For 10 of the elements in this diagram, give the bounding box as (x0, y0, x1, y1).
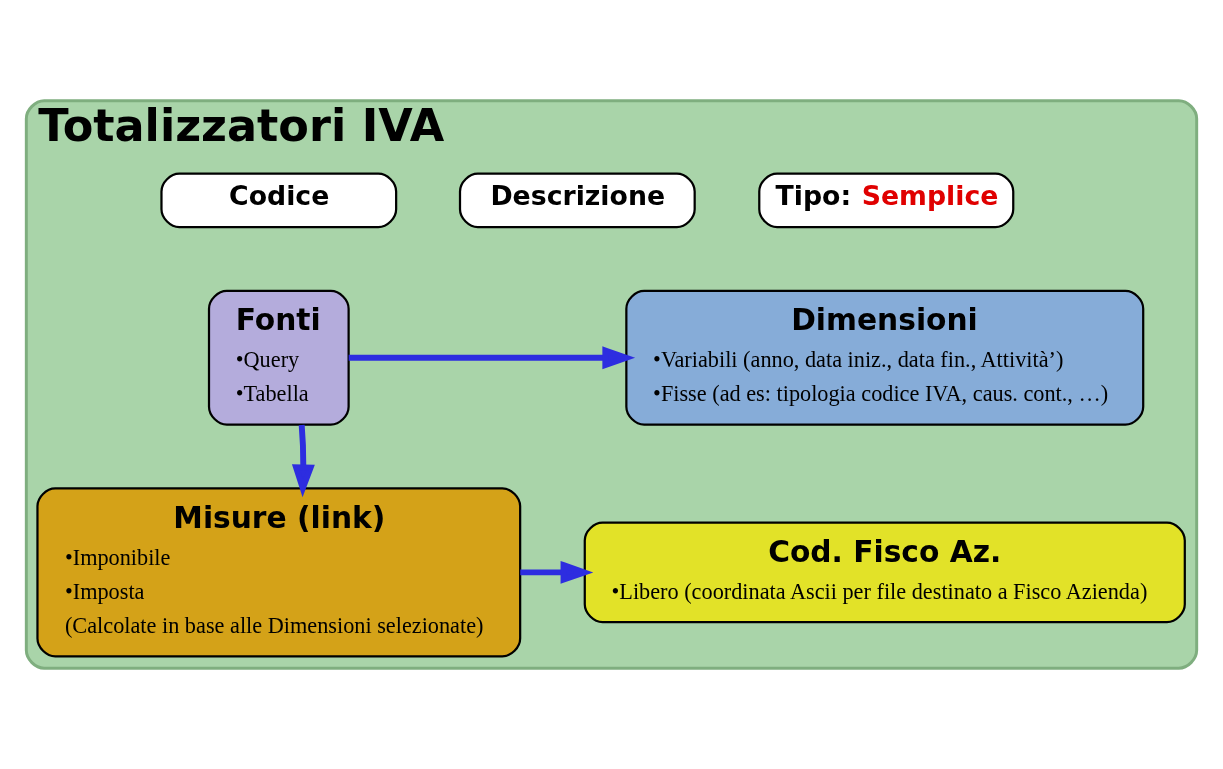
arrow (291, 424, 315, 498)
node-box: Descrizione (458, 172, 696, 229)
arrow (348, 346, 636, 370)
node-box: Misure (link) •Imponibile •Imposta (Calcolate in base alle Dimensioni selezionate) (36, 487, 522, 658)
node-box: Dimensioni •Variabili (anno, data iniz., data fin., Attività’) •Fisse (ad es: tipologia codice IVA, caus. cont., …) (625, 289, 1145, 426)
arrow (520, 560, 594, 584)
node-box: Tipo: Semplice (758, 172, 1015, 229)
node-box: Cod. Fisco Az. •Libero (coordinata Ascii per file destinato a Fisco Azienda) (583, 521, 1186, 624)
node-box: Codice (160, 172, 398, 229)
node-box: Fonti •Query •Tabella (207, 289, 350, 426)
